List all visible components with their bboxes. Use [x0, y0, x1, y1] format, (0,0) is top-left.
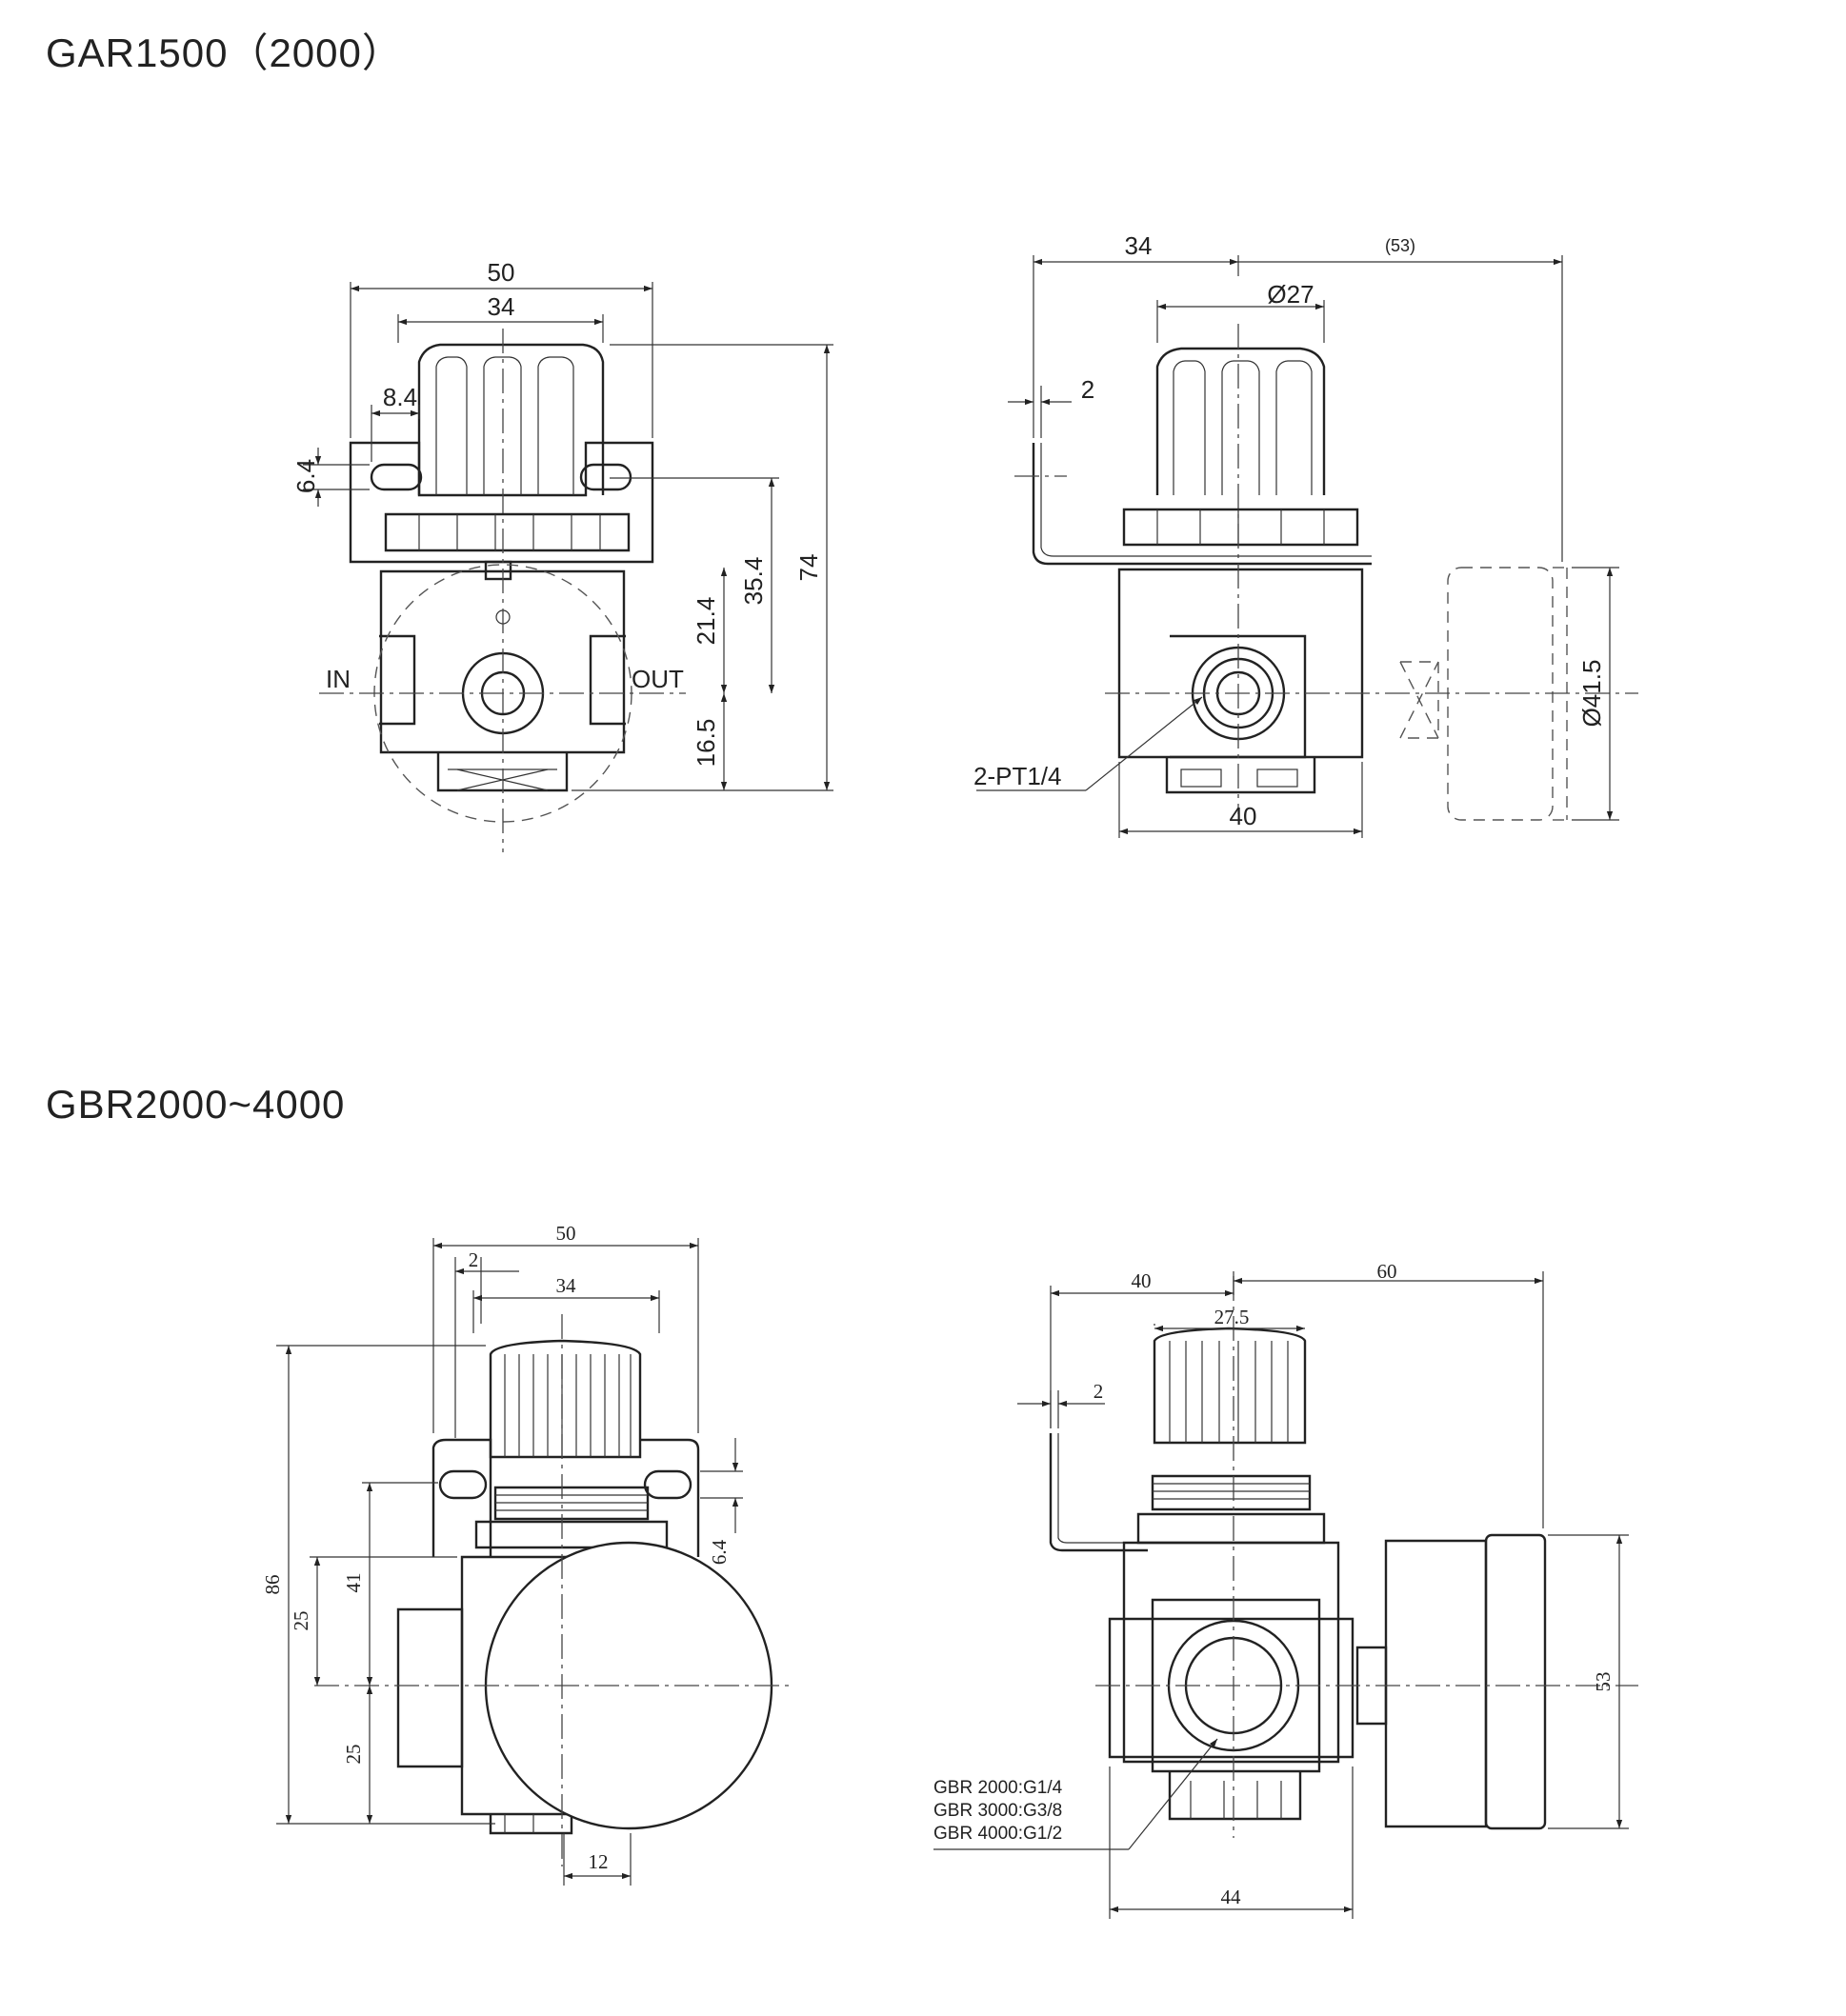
- dim-21-4: 21.4: [692, 597, 720, 646]
- dim-2: 2: [1081, 375, 1094, 404]
- dim-50: 50: [556, 1222, 576, 1245]
- dim-27-5: 27.5: [1214, 1306, 1250, 1328]
- dim-12: 12: [589, 1850, 609, 1873]
- dim-34: 34: [556, 1274, 577, 1297]
- port-2-pt1-4: 2-PT1/4: [973, 762, 1062, 790]
- dim-53: (53): [1385, 236, 1415, 255]
- dim-86: 86: [261, 1575, 284, 1595]
- gbr-front-view: 50 2 34 86 41 25 25 6.4 12: [261, 1222, 791, 1886]
- dim-34: 34: [1125, 231, 1153, 260]
- dim-2: 2: [1094, 1380, 1104, 1403]
- port-gbr2000: GBR 2000:G1/4: [933, 1778, 1063, 1798]
- dim-8-4: 8.4: [383, 383, 417, 411]
- dim-6-4: 6.4: [708, 1539, 731, 1565]
- port-gbr3000: GBR 3000:G3/8: [933, 1801, 1062, 1821]
- dim-34: 34: [488, 292, 515, 321]
- dim-44: 44: [1221, 1886, 1242, 1908]
- dim-25-lower: 25: [342, 1745, 365, 1765]
- dim-60: 60: [1377, 1260, 1397, 1283]
- gar-side-view: 34 (53) Ø27 2 Ø41.5 40 2-PT1/4: [973, 231, 1638, 838]
- dim-40: 40: [1230, 802, 1257, 830]
- section-title-gar1500: GAR1500（2000）: [46, 30, 403, 75]
- port-gbr4000: GBR 4000:G1/2: [933, 1824, 1062, 1844]
- dim-53: 53: [1592, 1672, 1615, 1692]
- dim-35-4: 35.4: [739, 557, 768, 606]
- dim-25-upper: 25: [290, 1611, 312, 1631]
- section-title-gbr2000: GBR2000~4000: [46, 1082, 346, 1127]
- out-label: OUT: [632, 665, 684, 693]
- dim-74: 74: [794, 554, 823, 582]
- gar-front-view: IN OUT 50 34 8.4 6.4 74 35.4 21.4 16.5: [291, 258, 833, 852]
- dim-16-5: 16.5: [692, 719, 720, 768]
- gbr-side-view: 40 60 27.5 2 53 44 GBR 2000:G1/4 GBR 300…: [933, 1260, 1638, 1919]
- dim-27: Ø27: [1267, 280, 1314, 309]
- dim-50: 50: [488, 258, 515, 287]
- dim-41-5: Ø41.5: [1577, 660, 1606, 728]
- in-label: IN: [326, 665, 351, 693]
- dim-2: 2: [469, 1248, 479, 1271]
- dim-6-4: 6.4: [291, 459, 320, 493]
- dim-41: 41: [342, 1573, 365, 1593]
- dim-40: 40: [1132, 1269, 1152, 1292]
